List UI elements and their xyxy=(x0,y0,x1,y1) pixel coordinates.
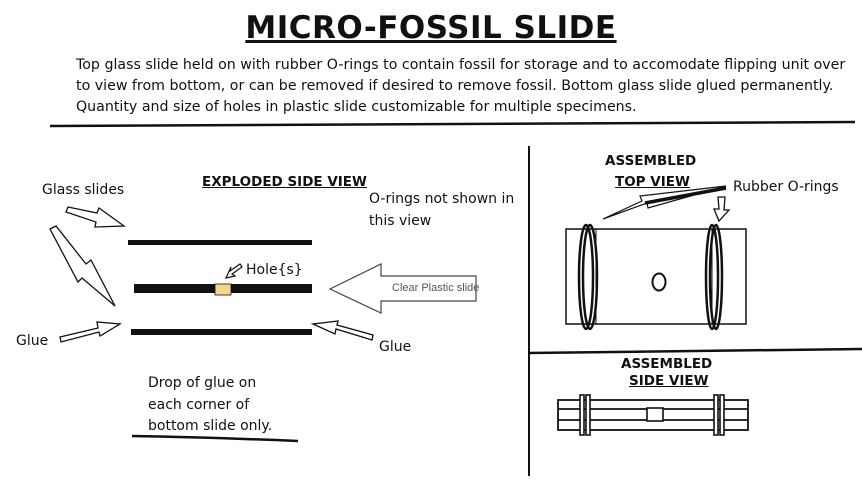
glue-left-label: Glue xyxy=(16,333,49,349)
right-horizontal-divider xyxy=(527,347,862,355)
o-rings-note: O-rings not shown in this view xyxy=(369,191,515,229)
hole-label: Hole{s} xyxy=(246,262,303,278)
glue-right-arrow xyxy=(310,320,374,341)
top-view-hole xyxy=(651,272,667,292)
description-text: Top glass slide held on with rubber O-ri… xyxy=(76,57,846,115)
page-title: MICRO-FOSSIL SLIDE xyxy=(245,10,617,46)
hole-arrow-icon xyxy=(224,263,243,279)
assembled-side-heading-line1: ASSEMBLED xyxy=(621,356,713,372)
right-o-ring xyxy=(704,223,724,331)
bottom-glass-slide xyxy=(131,329,312,335)
rubber-o-rings-label: Rubber O-rings xyxy=(733,179,839,195)
glass-slides-arrow-1 xyxy=(65,206,126,228)
glass-slides-label: Glass slides xyxy=(42,182,125,198)
assembled-top-heading-line1: ASSEMBLED xyxy=(605,153,697,169)
glue-left-arrow xyxy=(59,321,123,343)
glue-note-underline xyxy=(131,434,299,443)
clear-plastic-slide-label: Clear Plastic slide xyxy=(392,282,480,294)
header-divider xyxy=(49,120,856,128)
rubber-o-ring-pointer-left xyxy=(602,185,727,220)
exploded-side-view-heading: EXPLODED SIDE VIEW xyxy=(202,174,367,190)
glue-right-label: Glue xyxy=(379,339,412,355)
left-o-ring xyxy=(577,223,599,331)
hole-marker xyxy=(214,283,232,296)
top-glass-slide xyxy=(128,240,312,245)
side-view-assembly xyxy=(557,394,749,436)
assembled-side-heading-line2: SIDE VIEW xyxy=(629,373,709,389)
glass-slides-arrow-2 xyxy=(49,225,116,307)
rubber-o-ring-pointer-right xyxy=(713,196,731,223)
assembled-top-heading-line2: TOP VIEW xyxy=(615,174,690,190)
glue-drop-note: Drop of glue on each corner of bottom sl… xyxy=(148,375,273,434)
clear-plastic-arrow xyxy=(328,263,477,314)
